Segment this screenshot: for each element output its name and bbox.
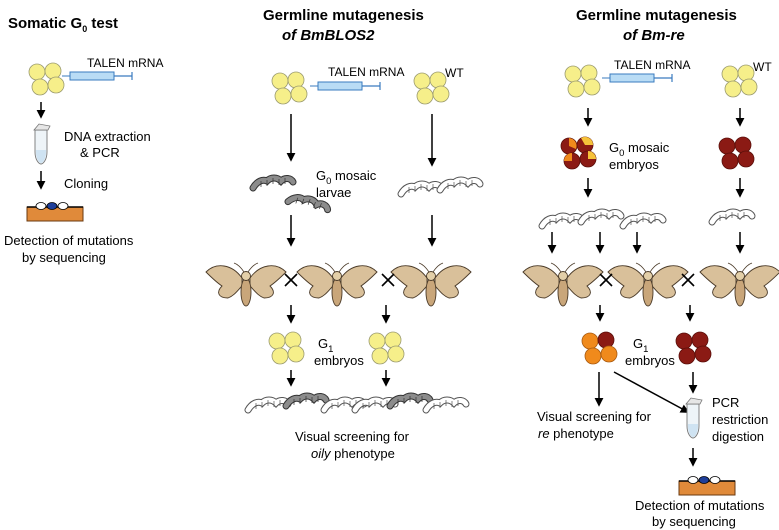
- moth-icon: [522, 262, 604, 307]
- cross-icon: [681, 273, 695, 287]
- cloning-label: Cloning: [64, 176, 108, 191]
- moth-icon: [296, 262, 378, 307]
- bmblos2-wt-label: WT: [445, 66, 464, 80]
- moth-icon: [607, 262, 689, 307]
- bmre-g0-line2: embryos: [609, 157, 659, 172]
- moth-icon: [205, 262, 287, 307]
- larva-icon-wt: [401, 184, 441, 194]
- embryo-cluster-icon: [268, 331, 305, 365]
- syringe-icon: [601, 73, 673, 83]
- panel-bmre: Germline mutagenesis of Bm-re TALEN mRNA…: [522, 7, 779, 529]
- embryo-cluster-icon-wt: [721, 64, 758, 98]
- larva-icon-mutant: [253, 178, 293, 188]
- moth-icon: [699, 262, 779, 307]
- bmre-detection-line2: by sequencing: [652, 514, 736, 529]
- bmblos2-screen-line1: Visual screening for: [295, 429, 410, 444]
- embryo-cluster-icon: [368, 331, 405, 365]
- bmblos2-g0-label: G0 mosaic: [316, 168, 377, 187]
- bmre-screen-line2: re phenotype: [538, 426, 614, 441]
- bmre-g1-line2: embryos: [625, 353, 675, 368]
- embryo-cluster-icon-wt: [413, 71, 450, 105]
- bmblos2-title-line1: Germline mutagenesis: [263, 7, 424, 24]
- panel-bmblos2: Germline mutagenesis of BmBLOS2 TALEN mR…: [205, 7, 480, 461]
- larva-icon-wt: [248, 400, 288, 410]
- embryo-cluster-icon-red: [675, 331, 712, 365]
- embryo-cluster-icon: [271, 71, 308, 105]
- panel-somatic: Somatic G0 test TALEN mRNA DNA extractio…: [4, 15, 163, 265]
- arrow: [613, 371, 690, 413]
- bmre-g1-label: G1: [633, 336, 648, 355]
- bmblos2-g1-line2: embryos: [314, 353, 364, 368]
- larva-icon-wt: [712, 212, 752, 222]
- bmre-pcr-line2: restriction: [712, 412, 768, 427]
- larva-icon-wt: [581, 212, 621, 222]
- tube-icon: [685, 397, 703, 439]
- embryo-cluster-icon: [564, 64, 601, 98]
- embryo-cluster-icon: [28, 62, 65, 96]
- bmblos2-screen-line2: oily phenotype: [311, 446, 395, 461]
- syringe-icon: [309, 81, 381, 91]
- bmre-talen-label: TALEN mRNA: [614, 58, 690, 72]
- somatic-detection-line2: by sequencing: [22, 250, 106, 265]
- larva-icon-mutant: [286, 396, 326, 406]
- larva-icon-wt: [440, 180, 480, 190]
- bmre-screen-line1: Visual screening for: [537, 409, 652, 424]
- somatic-title: Somatic G0 test: [8, 15, 118, 34]
- cross-icon: [284, 273, 298, 287]
- embryo-cluster-icon-mosaic: [560, 136, 597, 170]
- dish-icon: [26, 201, 84, 222]
- cross-icon: [599, 273, 613, 287]
- bmre-g0-label: G0 mosaic: [609, 140, 670, 159]
- embryo-cluster-icon-orange: [581, 331, 618, 365]
- bmre-detection-line1: Detection of mutations: [635, 498, 765, 513]
- bmre-wt-label: WT: [753, 60, 772, 74]
- somatic-detection-line1: Detection of mutations: [4, 233, 134, 248]
- bmblos2-g0-line2: larvae: [316, 185, 351, 200]
- syringe-icon: [61, 71, 133, 81]
- dna-extraction-label: DNA extraction: [64, 129, 151, 144]
- bmblos2-title-line2: of BmBLOS2: [282, 27, 375, 44]
- bmre-pcr-line3: digestion: [712, 429, 764, 444]
- bmre-title-line1: Germline mutagenesis: [576, 7, 737, 24]
- embryo-cluster-icon-red: [718, 136, 755, 170]
- larva-icon-wt: [623, 216, 663, 226]
- bmblos2-talen-label: TALEN mRNA: [328, 65, 404, 79]
- moth-icon: [390, 262, 472, 307]
- bmre-pcr-line1: PCR: [712, 395, 739, 410]
- bmblos2-g1-label: G1: [318, 336, 333, 355]
- pcr-label: & PCR: [80, 145, 120, 160]
- somatic-talen-label: TALEN mRNA: [87, 56, 163, 70]
- dish-icon: [678, 475, 736, 496]
- larva-icon-wt: [426, 400, 466, 410]
- cross-icon: [381, 273, 395, 287]
- larva-icon-wt: [542, 216, 582, 226]
- tube-icon: [33, 123, 51, 165]
- bmre-title-line2: of Bm-re: [623, 27, 685, 44]
